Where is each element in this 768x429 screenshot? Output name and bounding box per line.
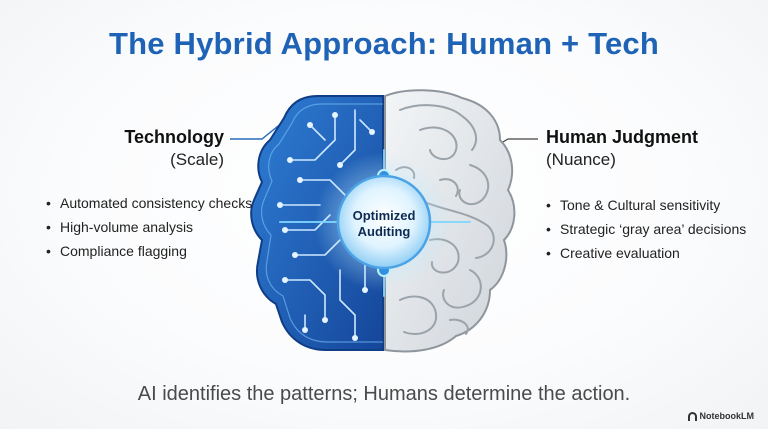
human-judgment-subheading: (Nuance) — [546, 150, 616, 169]
list-item: High-volume analysis — [44, 218, 264, 236]
center-core-label: Optimized Auditing — [334, 208, 434, 240]
slide-title: The Hybrid Approach: Human + Tech — [108, 26, 660, 61]
notebooklm-watermark: NotebookLM — [687, 411, 755, 421]
notebooklm-logo-icon — [687, 411, 697, 421]
list-item: Strategic ‘gray area’ decisions — [546, 220, 756, 238]
center-label-line1: Optimized — [352, 208, 416, 223]
list-item: Tone & Cultural sensitivity — [546, 196, 756, 214]
human-judgment-bullet-list: Tone & Cultural sensitivity Strategic ‘g… — [546, 196, 756, 262]
technology-bullet-list: Automated consistency checks High-volume… — [44, 194, 264, 260]
core-node-bottom — [377, 263, 391, 277]
slide-caption: AI identifies the patterns; Humans deter… — [137, 383, 631, 405]
list-item: Automated consistency checks — [44, 194, 264, 212]
center-label-line2: Auditing — [357, 224, 411, 239]
human-connector-line — [485, 138, 538, 153]
watermark-text: NotebookLM — [699, 411, 755, 421]
human-judgment-heading: Human Judgment — [546, 127, 699, 147]
technology-heading-block: Technology (Scale) — [44, 126, 224, 172]
list-item: Creative evaluation — [546, 244, 756, 262]
technology-section: Technology (Scale) Automated consistency… — [44, 126, 264, 266]
technology-heading: Technology — [124, 127, 224, 147]
list-item: Compliance flagging — [44, 242, 264, 260]
human-judgment-section: Human Judgment (Nuance) Tone & Cultural … — [546, 126, 756, 268]
core-node-top — [377, 169, 391, 183]
technology-subheading: (Scale) — [170, 150, 224, 169]
